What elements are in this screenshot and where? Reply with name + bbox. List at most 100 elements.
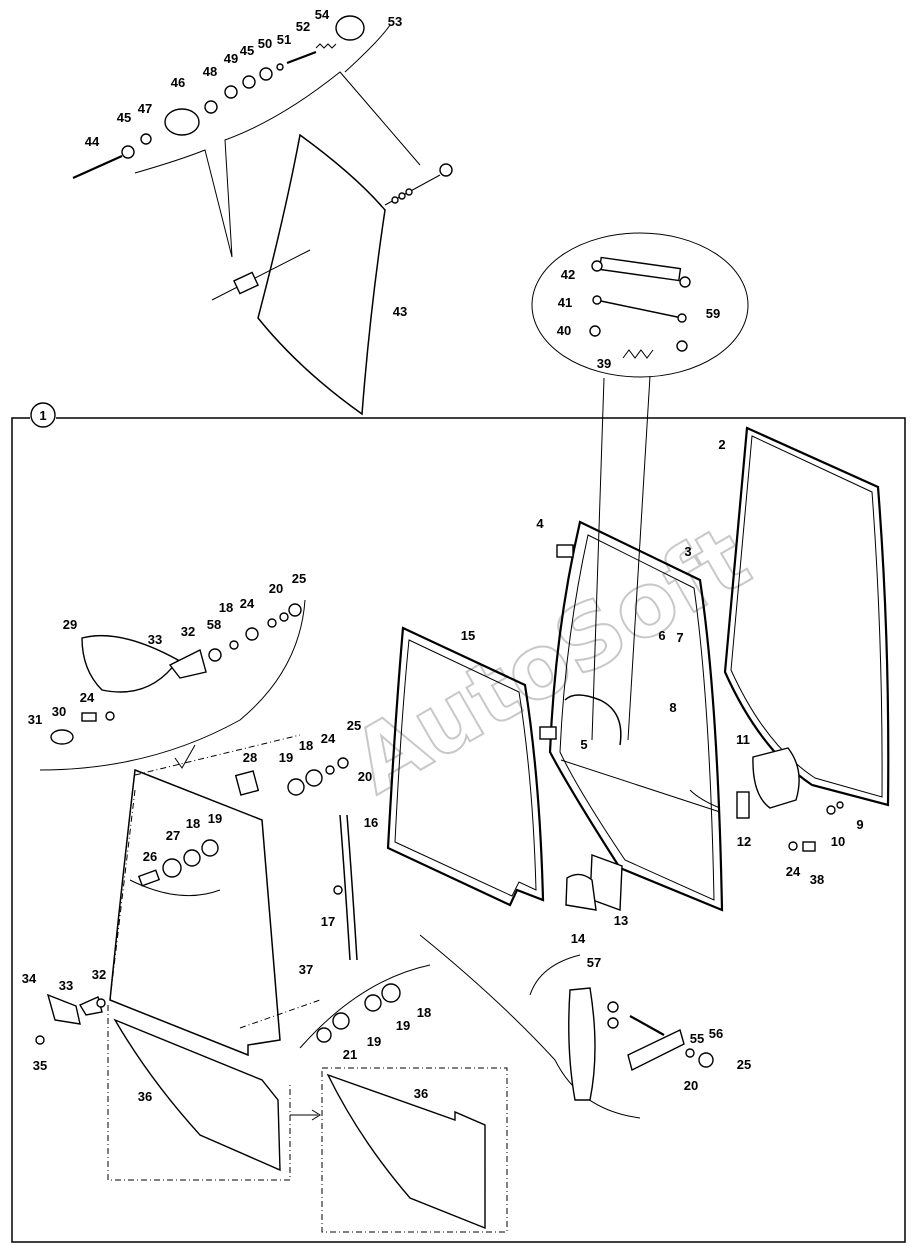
handle-bar-16 — [339, 814, 351, 961]
bolt-30 — [81, 712, 97, 722]
glass-2 — [723, 426, 890, 807]
washer-24c — [325, 765, 335, 775]
hinge-lower — [539, 726, 557, 740]
callout-c36a: 36 — [138, 1089, 152, 1104]
callout-c52: 52 — [296, 19, 310, 34]
callout-c24d: 24 — [786, 864, 801, 879]
callout-c14: 14 — [571, 931, 586, 946]
gas-strut-42 — [598, 256, 682, 282]
callout-c11: 11 — [736, 732, 750, 747]
callout-c18b: 18 — [299, 738, 313, 753]
callout-c53: 53 — [388, 14, 402, 29]
cap-31 — [50, 729, 74, 745]
callout-c33b: 33 — [59, 978, 73, 993]
hinge-upper — [556, 544, 574, 558]
callout-c54: 54 — [315, 7, 330, 22]
callout-c45b: 45 — [240, 43, 254, 58]
bolt-44 — [72, 154, 123, 180]
callout-c50: 50 — [258, 36, 272, 51]
cover-panel-37 — [109, 768, 281, 1057]
spring-39 — [622, 349, 654, 359]
callout-c18d: 18 — [417, 1005, 431, 1020]
callout-c45a: 45 — [117, 110, 131, 125]
callout-c51: 51 — [277, 32, 291, 47]
sleeve-46 — [164, 108, 200, 136]
washer-48 — [204, 100, 218, 114]
washer-9 — [836, 801, 844, 809]
zoom-bubble-top — [134, 71, 421, 258]
washer-19c — [364, 994, 382, 1012]
callout-c24c: 24 — [321, 731, 336, 746]
callout-c19c: 19 — [396, 1018, 410, 1033]
callout-c20b: 20 — [358, 769, 372, 784]
callout-c58: 58 — [207, 617, 221, 632]
plate-56 — [627, 1029, 685, 1072]
knob-small — [439, 163, 453, 177]
washer-49 — [224, 85, 238, 99]
callout-c28: 28 — [243, 750, 257, 765]
ring-51 — [276, 63, 284, 71]
callout-c26: 26 — [143, 849, 157, 864]
callout-c21: 21 — [343, 1047, 357, 1062]
washer-24b — [105, 711, 115, 721]
callout-c30: 30 — [52, 704, 66, 719]
bracket-12 — [736, 791, 750, 819]
bushing-32a — [208, 648, 222, 662]
bolt-26 — [137, 869, 161, 887]
callout-c8: 8 — [669, 700, 676, 715]
knob-53 — [335, 15, 365, 41]
callout-c56: 56 — [709, 1026, 723, 1041]
callout-c19b: 19 — [208, 811, 222, 826]
plate-33b — [78, 996, 103, 1016]
bushing-59 — [677, 313, 687, 323]
washer-19d — [332, 1012, 350, 1030]
nut-47 — [140, 133, 152, 145]
callout-c19a: 19 — [279, 750, 293, 765]
callout-c25b: 25 — [347, 718, 361, 733]
callout-c47: 47 — [138, 101, 152, 116]
callout-c25a: 25 — [292, 571, 306, 586]
washer-18b — [305, 769, 323, 787]
callout-c27: 27 — [166, 828, 180, 843]
spacer-50 — [259, 67, 273, 81]
window-43-group — [72, 15, 453, 416]
trim-36b — [326, 1073, 486, 1230]
callout-c36b: 36 — [414, 1086, 428, 1101]
bolt-17 — [333, 885, 343, 895]
callout-c15: 15 — [461, 628, 475, 643]
callout-c19d: 19 — [367, 1034, 381, 1049]
callout-c39: 39 — [597, 356, 611, 371]
callout-c25c: 25 — [737, 1057, 751, 1072]
nut-20a — [279, 612, 289, 622]
callout-c33a: 33 — [148, 632, 162, 647]
dash-box-right — [321, 1067, 508, 1233]
door-handle-loop — [564, 694, 622, 746]
callout-c31: 31 — [28, 712, 42, 727]
callout-c40: 40 — [557, 323, 571, 338]
callout-c13: 13 — [614, 913, 628, 928]
bolt-38 — [802, 841, 816, 852]
nut-10 — [826, 805, 836, 815]
callout-c35: 35 — [33, 1058, 47, 1073]
washer-24 — [788, 841, 798, 851]
glass-15 — [386, 626, 545, 907]
pin-55 — [629, 1015, 665, 1036]
zoom-bubble-strut — [531, 232, 749, 378]
nut-40 — [589, 325, 601, 337]
washer-32b — [96, 998, 106, 1008]
callout-c48: 48 — [203, 64, 217, 79]
plate-33a — [168, 648, 207, 679]
callout-c18c: 18 — [186, 816, 200, 831]
callout-c29: 29 — [63, 617, 77, 632]
callout-c55: 55 — [690, 1031, 704, 1046]
callout-c34: 34 — [22, 971, 37, 986]
callout-c10: 10 — [831, 834, 845, 849]
callout-c17: 17 — [321, 914, 335, 929]
callout-c38: 38 — [810, 872, 824, 887]
pin-52 — [286, 50, 317, 65]
callout-c20a: 20 — [269, 581, 283, 596]
lock-11 — [752, 747, 800, 809]
callout-c32a: 32 — [181, 624, 195, 639]
trim-36a — [113, 1018, 281, 1172]
